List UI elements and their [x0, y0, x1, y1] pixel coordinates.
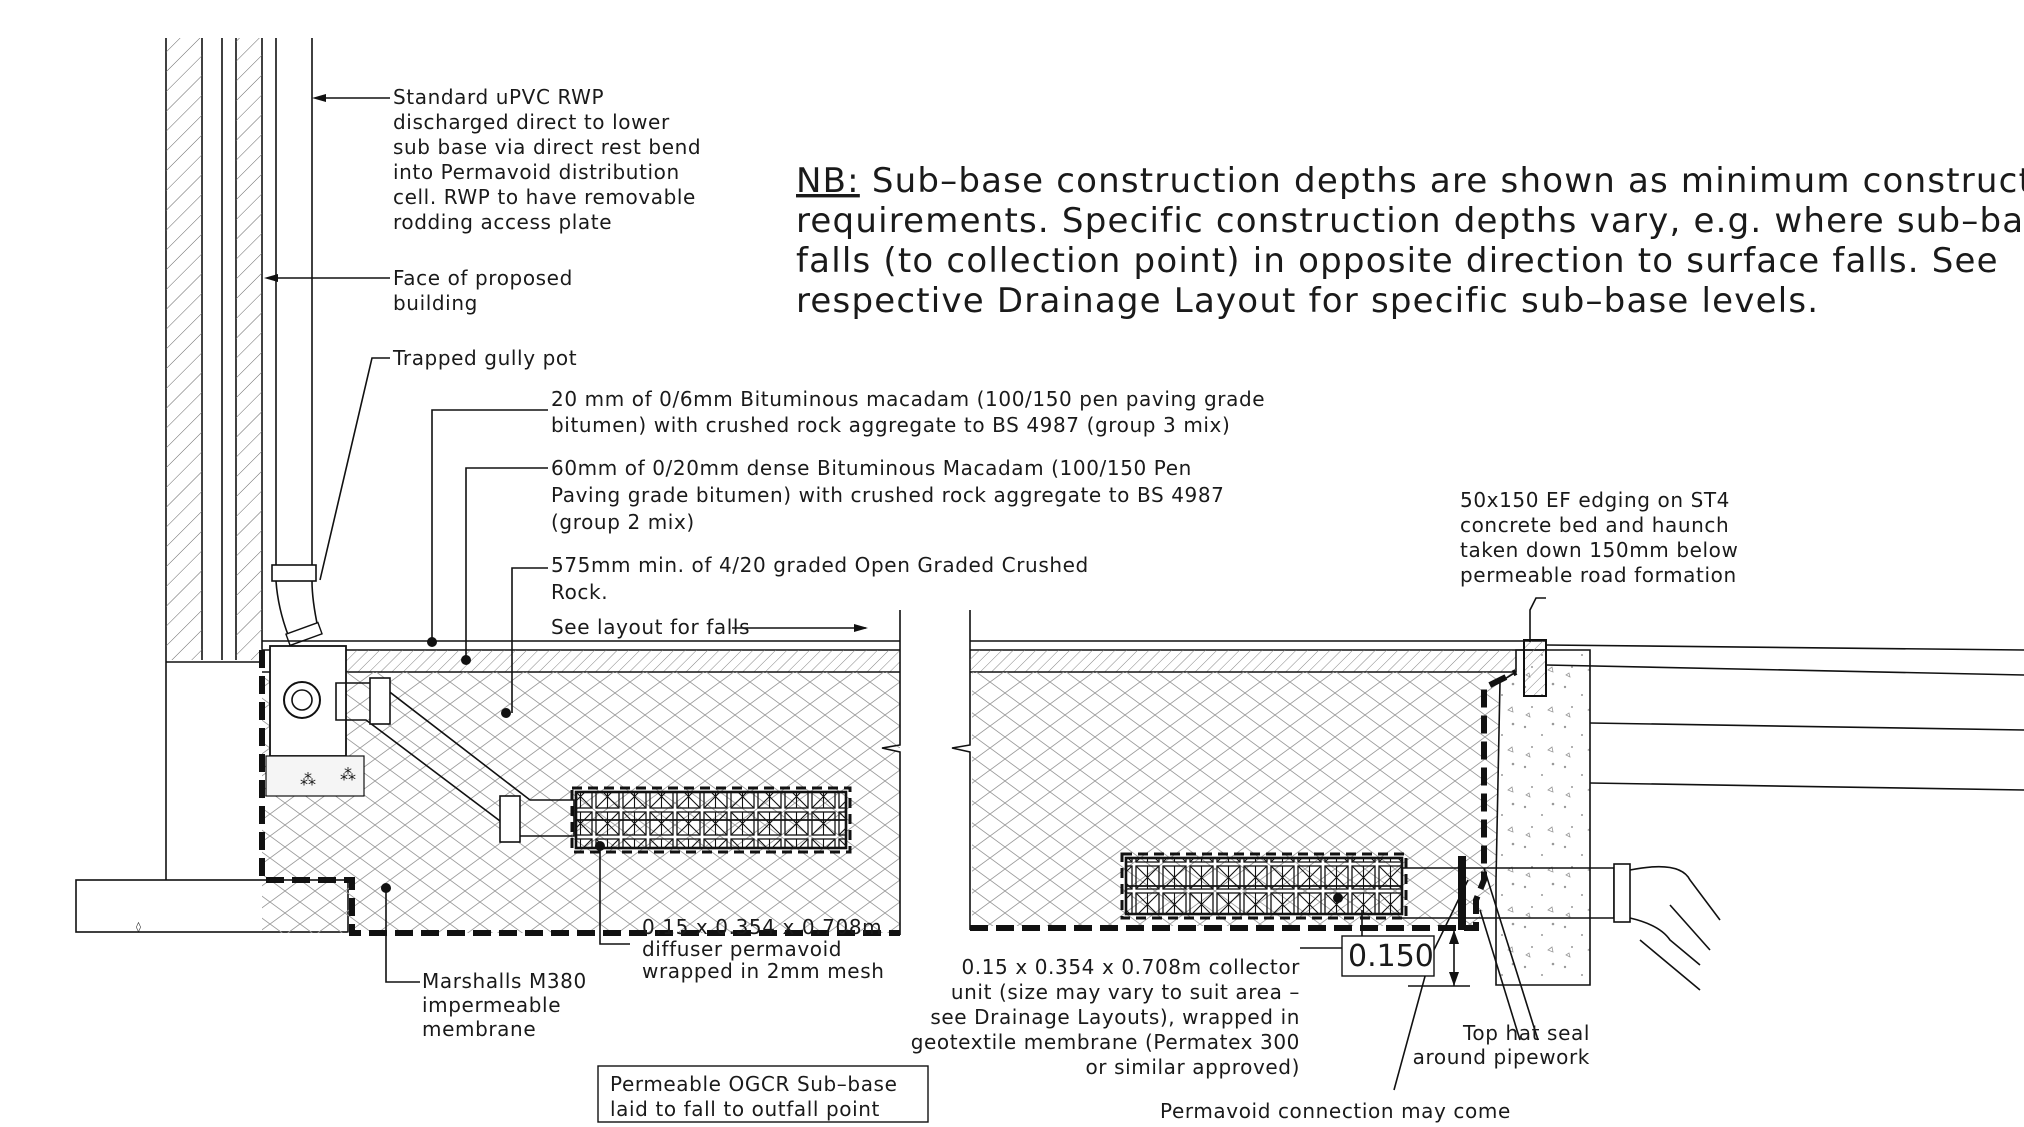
dimension-value: 0.150 — [1348, 939, 1434, 974]
nb-line-1: Sub–base construction depths are shown a… — [860, 161, 2024, 201]
svg-text:taken down 150mm below: taken down 150mm below — [1460, 538, 1738, 562]
svg-text:50x150 EF edging on ST4: 50x150 EF edging on ST4 — [1460, 488, 1730, 512]
binder-course-label: 60mm of 0/20mm dense Bituminous Macadam … — [551, 456, 1225, 534]
nb-prefix: NB: — [796, 161, 860, 201]
svg-text:Paving grade bitumen) with cru: Paving grade bitumen) with crushed rock … — [551, 483, 1225, 507]
svg-text:unit (size may vary to suit ar: unit (size may vary to suit area – — [951, 980, 1300, 1004]
edging-label: 50x150 EF edging on ST4 concrete bed and… — [1460, 488, 1738, 587]
svg-text:permeable road formation: permeable road formation — [1460, 563, 1737, 587]
rwp-downpipe — [271, 38, 323, 647]
svg-text:Permeable OGCR Sub–base: Permeable OGCR Sub–base — [610, 1072, 897, 1096]
svg-text:(group 2 mix): (group 2 mix) — [551, 510, 695, 534]
svg-text:bitumen) with crushed rock agg: bitumen) with crushed rock aggregate to … — [551, 413, 1230, 437]
svg-text:Top hat seal: Top hat seal — [1462, 1021, 1590, 1045]
svg-text:Standard uPVC RWP: Standard uPVC RWP — [393, 85, 604, 109]
subbase-label: 575mm min. of 4/20 graded Open Graded Cr… — [551, 553, 1089, 604]
svg-text:0.15 x 0.354 x 0.708m: 0.15 x 0.354 x 0.708m — [642, 915, 882, 939]
svg-text:or similar approved): or similar approved) — [1085, 1055, 1300, 1079]
svg-text:building: building — [393, 291, 478, 315]
svg-text:Marshalls M380: Marshalls M380 — [422, 969, 587, 993]
diffuser-pipe — [335, 677, 575, 843]
face-of-building-label: Face of proposed building — [393, 266, 573, 315]
gully-pot: ⁂ ⁂ — [265, 645, 365, 797]
nb-line-3: falls (to collection point) in opposite … — [796, 241, 1999, 281]
svg-text:laid to fall to outfall point: laid to fall to outfall point — [610, 1097, 880, 1121]
svg-text:geotextile membrane (Permatex: geotextile membrane (Permatex 300 — [911, 1030, 1300, 1054]
gully-label: Trapped gully pot — [392, 346, 577, 370]
svg-text:see Drainage Layouts), wrapped: see Drainage Layouts), wrapped in — [930, 1005, 1300, 1029]
svg-text:sub base via direct rest bend: sub base via direct rest bend — [393, 135, 701, 159]
right-pavement-section — [951, 610, 2024, 986]
nb-line-4: respective Drainage Layout for specific … — [796, 281, 1819, 321]
svg-text:Face of proposed: Face of proposed — [393, 266, 573, 290]
collector-permavoid — [1120, 852, 1408, 920]
permavoid-connection-label: Permavoid connection may come — [1160, 1099, 1511, 1123]
svg-text:575mm min. of 4/20 graded Open: 575mm min. of 4/20 graded Open Graded Cr… — [551, 553, 1089, 577]
svg-text:Rock.: Rock. — [551, 580, 608, 604]
svg-text:⁂: ⁂ — [340, 765, 356, 784]
svg-text:cell. RWP to have removable: cell. RWP to have removable — [393, 185, 696, 209]
ogcr-label: Permeable OGCR Sub–base laid to fall to … — [610, 1072, 897, 1121]
svg-text:◊: ◊ — [136, 921, 141, 933]
surface-course-label: 20 mm of 0/6mm Bituminous macadam (100/1… — [551, 387, 1265, 437]
dimension-0150 — [1341, 930, 1470, 987]
svg-text:wrapped in 2mm mesh: wrapped in 2mm mesh — [642, 959, 885, 983]
svg-text:into Permavoid distribution: into Permavoid distribution — [393, 160, 680, 184]
nb-line-2: requirements. Specific construction dept… — [796, 201, 2024, 241]
svg-text:discharged direct to lower: discharged direct to lower — [393, 110, 670, 134]
membrane-label: Marshalls M380 impermeable membrane — [422, 969, 587, 1041]
leader-lines — [264, 94, 1546, 1091]
rwp-label: Standard uPVC RWP discharged direct to l… — [393, 85, 701, 234]
falls-label: See layout for falls — [551, 615, 750, 639]
collector-label: 0.15 x 0.354 x 0.708m collector unit (si… — [911, 955, 1300, 1079]
svg-text:impermeable: impermeable — [422, 993, 561, 1017]
svg-text:concrete bed and haunch: concrete bed and haunch — [1460, 513, 1729, 537]
svg-text:diffuser permavoid: diffuser permavoid — [642, 937, 842, 961]
top-hat-label: Top hat seal around pipework — [1413, 1021, 1590, 1069]
svg-text:⁂: ⁂ — [300, 770, 316, 789]
svg-text:around pipework: around pipework — [1413, 1045, 1590, 1069]
svg-text:60mm of 0/20mm dense Bituminou: 60mm of 0/20mm dense Bituminous Macadam … — [551, 456, 1192, 480]
ogcr-note-box — [597, 1065, 929, 1123]
svg-text:NB: Sub–base construction dept: NB: Sub–base construction depths are sho… — [796, 161, 2024, 201]
diffuser-label: 0.15 x 0.354 x 0.708m diffuser permavoid… — [642, 915, 885, 983]
svg-text:membrane: membrane — [422, 1017, 536, 1041]
svg-text:0.15 x 0.354 x 0.708m collecto: 0.15 x 0.354 x 0.708m collector — [961, 955, 1300, 979]
svg-text:rodding access plate: rodding access plate — [393, 210, 612, 234]
diffuser-permavoid — [570, 786, 852, 854]
nb-note: NB: Sub–base construction depths are sho… — [796, 161, 2024, 321]
svg-text:20 mm of 0/6mm Bituminous maca: 20 mm of 0/6mm Bituminous macadam (100/1… — [551, 387, 1265, 411]
